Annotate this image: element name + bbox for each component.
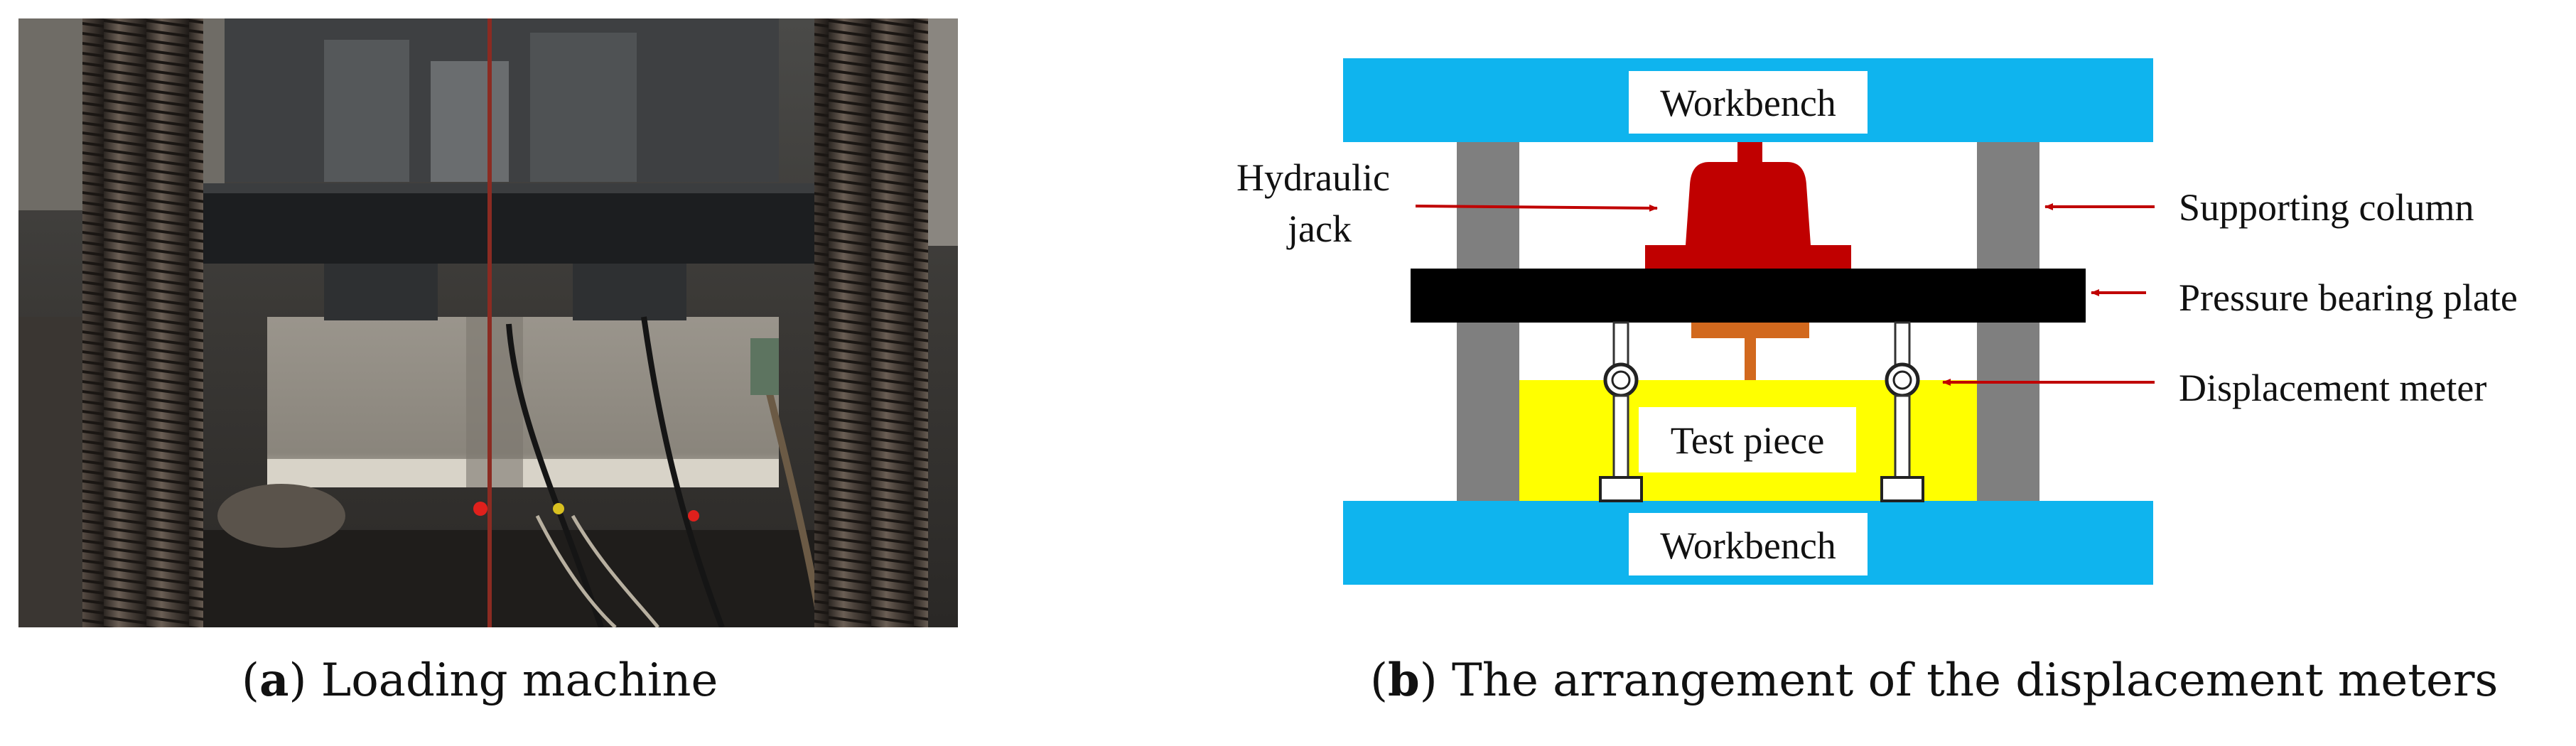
loading-ram-head	[1691, 323, 1809, 338]
displacement-meter-label: Displacement meter	[2179, 367, 2486, 409]
displacement-meter-schematic: Workbench Test piece Workbench	[1194, 0, 2576, 743]
hydraulic-jack-label-line1: Hydraulic	[1236, 156, 1390, 199]
caption-a: (a) Loading machine	[242, 654, 718, 707]
arrow-hydraulic-jack	[1415, 204, 1658, 212]
displacement-meter-right	[1880, 321, 1924, 502]
test-piece-label: Test piece	[1671, 419, 1825, 462]
loading-machine-photo-image	[18, 18, 958, 629]
loading-machine-photo	[18, 18, 958, 629]
workbench-top-label: Workbench	[1660, 82, 1836, 124]
loading-ram-stem	[1745, 338, 1756, 380]
caption-b-text: The arrangement of the displacement mete…	[1452, 654, 2499, 707]
caption-b-letter: b	[1387, 654, 1420, 707]
workbench-bottom-label: Workbench	[1660, 524, 1836, 567]
caption-a-letter: a	[259, 654, 289, 707]
schematic-svg: Workbench Test piece Workbench	[1236, 58, 2518, 585]
caption-b: (b) The arrangement of the displacement …	[1370, 654, 2499, 707]
pressure-bearing-plate	[1411, 269, 2086, 323]
hydraulic-jack	[1645, 142, 1851, 269]
test-piece-label-box	[1639, 407, 1856, 472]
workbench-bottom-label-box	[1629, 513, 1868, 575]
workbench-top-label-box	[1629, 71, 1868, 134]
displacement-meter-left	[1599, 321, 1643, 502]
hydraulic-jack-label-line2: jack	[1286, 207, 1352, 250]
supporting-column-label: Supporting column	[2179, 186, 2474, 229]
pressure-bearing-plate-label: Pressure bearing plate	[2179, 276, 2518, 319]
caption-a-text: Loading machine	[320, 654, 718, 707]
